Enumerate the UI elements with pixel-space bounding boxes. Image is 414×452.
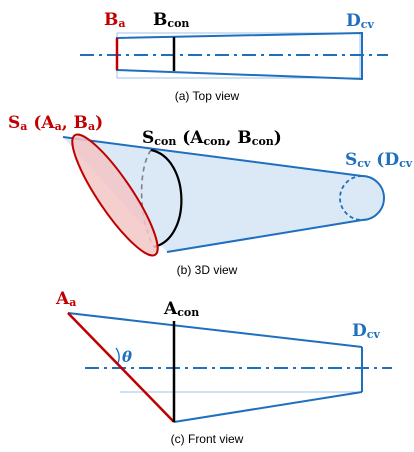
label-dcv-top: Dcv xyxy=(346,11,374,31)
label-acon: Acon xyxy=(163,299,199,319)
front-bottom-edge xyxy=(173,391,363,423)
label-sa: Sa (Aa, Ba) xyxy=(8,113,103,133)
caption-front-view: (c) Front view xyxy=(171,432,244,446)
caption-top-view: (a) Top view xyxy=(175,89,240,103)
front-top-edge xyxy=(67,312,363,348)
theta-symbol: θ xyxy=(122,348,132,366)
theta-arc xyxy=(115,347,120,364)
caption-3d-view: (b) 3D view xyxy=(177,263,238,277)
cone-end-cap-hidden xyxy=(339,175,363,221)
label-bcon: Bcon xyxy=(153,10,189,30)
cone-bottom-edge xyxy=(166,219,363,253)
label-scon: Scon (Acon, Bcon) xyxy=(142,128,282,148)
front-aa-edge xyxy=(67,312,175,423)
label-ba: Ba xyxy=(104,10,126,30)
scon-visible-arc xyxy=(150,148,183,249)
view-3d: Sa (Aa, Ba) Scon (Acon, Bcon) Scv (Dcv (… xyxy=(8,113,413,277)
top-view: Ba Bcon Dcv (a) Top view xyxy=(80,10,388,103)
front-view: θ Aa Acon Dcv (c) Front view xyxy=(55,289,392,446)
label-scv: Scv (Dcv xyxy=(345,150,413,170)
sa-ellipse xyxy=(71,133,159,257)
label-aa: Aa xyxy=(55,289,76,309)
cone-top-edge xyxy=(62,136,363,177)
label-dcv-front: Dcv xyxy=(352,321,380,341)
cone-end-cap-front xyxy=(361,175,385,221)
